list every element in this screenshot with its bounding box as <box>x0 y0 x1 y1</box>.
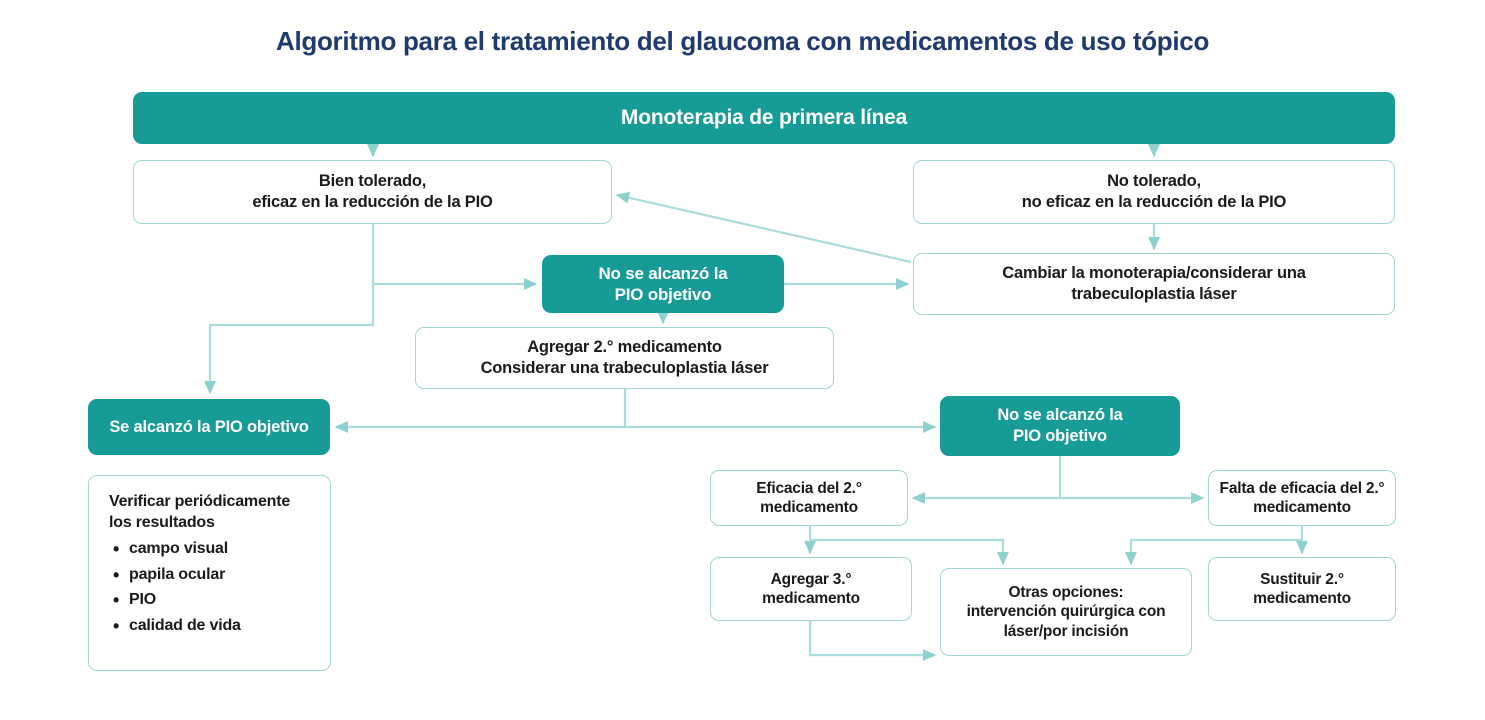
edge-cambiar-to-bien-tolerado-diagonal <box>615 191 912 264</box>
page-title: Algoritmo para el tratamiento del glauco… <box>275 26 1210 56</box>
checklist-lead: Verificar periódicamente los resultados <box>109 493 291 531</box>
list-item-label: papila ocular <box>129 565 226 583</box>
node-label: Bien tolerado, eficaz en la reducción de… <box>252 172 493 211</box>
node-falta-eficacia-segundo-medicamento[interactable]: Falta de eficacia del 2.° medicamento <box>1208 470 1396 526</box>
node-label: No se alcanzó la PIO objetivo <box>598 263 728 304</box>
list-item-label: calidad de vida <box>129 617 241 635</box>
list-item: • PIO <box>113 587 316 613</box>
node-agregar-tercer-medicamento[interactable]: Agregar 3.° medicamento <box>710 557 912 621</box>
node-no-se-alcanzo-pio-objetivo-1[interactable]: No se alcanzó la PIO objetivo <box>542 255 784 313</box>
bullet-icon: • <box>113 538 120 559</box>
list-item: • papila ocular <box>113 562 316 588</box>
list-item: • calidad de vida <box>113 613 316 639</box>
node-label: Cambiar la monoterapia/considerar una tr… <box>1002 264 1306 303</box>
node-sustituir-segundo-medicamento[interactable]: Sustituir 2.° medicamento <box>1208 557 1396 621</box>
node-label: Sustituir 2.° medicamento <box>1253 570 1351 607</box>
node-label: No tolerado, no eficaz en la reducción d… <box>1021 172 1287 211</box>
list-item: • campo visual <box>113 536 316 562</box>
node-no-se-alcanzo-pio-objetivo-2[interactable]: No se alcanzó la PIO objetivo <box>940 396 1180 456</box>
bullet-icon: • <box>113 616 120 637</box>
node-label: Agregar 3.° medicamento <box>762 570 860 607</box>
node-label: Se alcanzó la PIO objetivo <box>109 417 309 436</box>
edge-bien-tolerado-stem <box>203 224 375 395</box>
node-label: Monoterapia de primera línea <box>620 105 908 129</box>
node-eficacia-segundo-medicamento[interactable]: Eficacia del 2.° medicamento <box>710 470 908 526</box>
node-label: Otras opciones: intervención quirúrgica … <box>966 583 1166 640</box>
node-otras-opciones[interactable]: Otras opciones: intervención quirúrgica … <box>940 568 1192 656</box>
node-label: Eficacia del 2.° medicamento <box>756 479 862 516</box>
node-bien-tolerado[interactable]: Bien tolerado, eficaz en la reducción de… <box>133 160 612 224</box>
list-item-label: PIO <box>129 591 156 609</box>
node-se-alcanzo-pio-objetivo[interactable]: Se alcanzó la PIO objetivo <box>88 399 330 455</box>
checklist: • campo visual • papila ocular • PIO • c… <box>109 536 316 640</box>
node-cambiar-monoterapia[interactable]: Cambiar la monoterapia/considerar una tr… <box>913 253 1395 315</box>
bullet-icon: • <box>113 564 120 585</box>
node-verificar-resultados[interactable]: Verificar periódicamente los resultados … <box>88 475 331 671</box>
node-label: No se alcanzó la PIO objetivo <box>997 406 1123 445</box>
bullet-icon: • <box>113 590 120 611</box>
node-agregar-segundo-medicamento[interactable]: Agregar 2.° medicamento Considerar una t… <box>415 327 834 389</box>
node-label: Falta de eficacia del 2.° medicamento <box>1219 479 1385 516</box>
edge-agregar-3-to-otras <box>808 621 937 662</box>
node-label: Agregar 2.° medicamento Considerar una t… <box>480 338 769 377</box>
list-item-label: campo visual <box>129 539 228 557</box>
node-no-tolerado[interactable]: No tolerado, no eficaz en la reducción d… <box>913 160 1395 224</box>
node-monoterapia-primera-linea[interactable]: Monoterapia de primera línea <box>133 92 1395 144</box>
